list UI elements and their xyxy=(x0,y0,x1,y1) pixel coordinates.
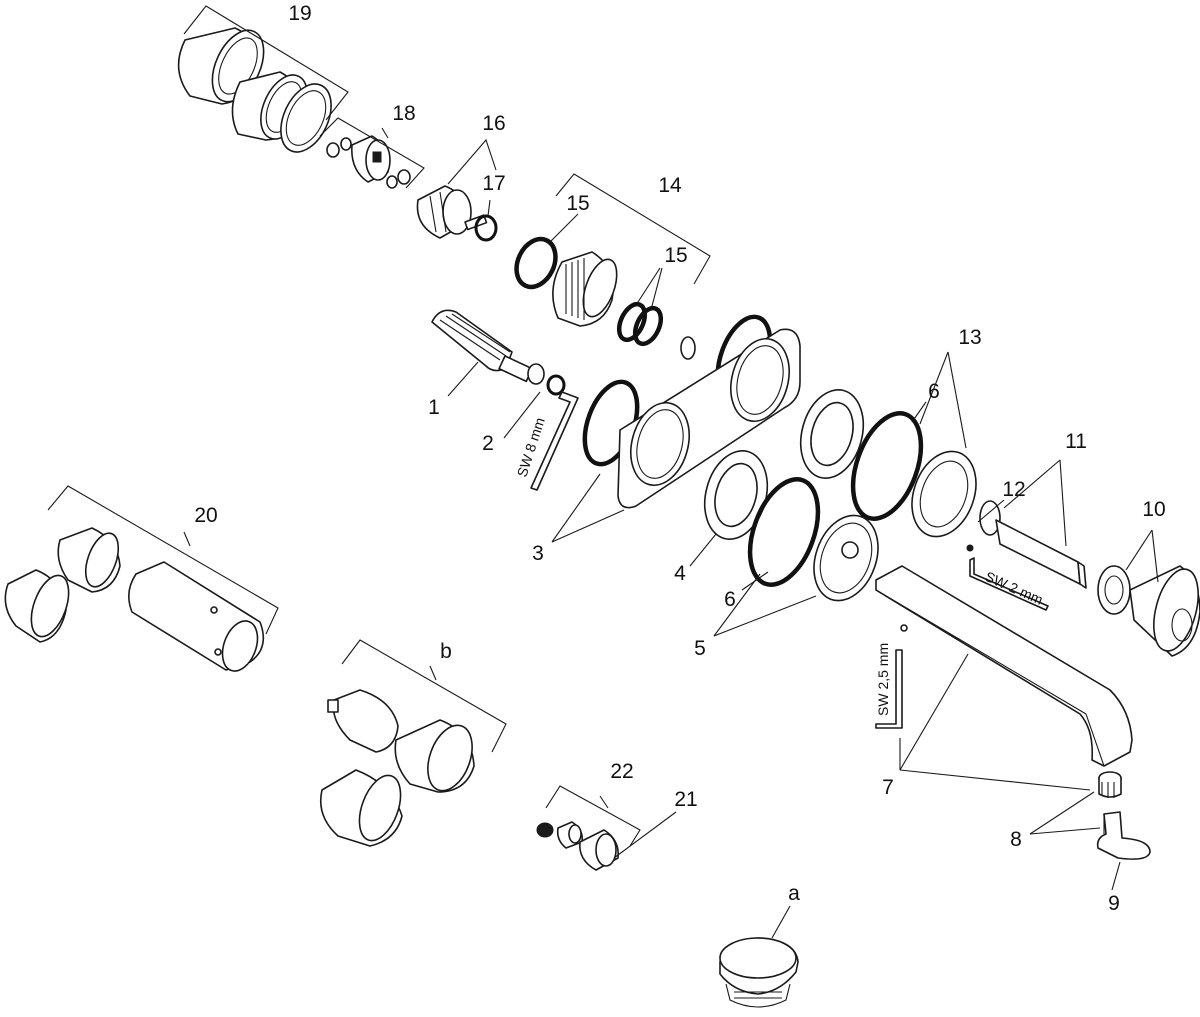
part-7-spout xyxy=(875,565,1133,767)
callout-6-right: 6 xyxy=(928,380,940,403)
callout-7: 7 xyxy=(882,776,894,799)
callout-22: 22 xyxy=(610,760,633,783)
part-1-spindle xyxy=(431,309,545,385)
part-12-screw xyxy=(966,544,974,552)
callout-9: 9 xyxy=(1108,892,1120,915)
tool-hex-2mm: SW 2 mm xyxy=(969,557,1049,611)
callout-4: 4 xyxy=(674,562,686,585)
part-6-ring-right xyxy=(850,411,924,521)
callout-5: 5 xyxy=(694,637,706,660)
part-11-handle xyxy=(979,500,1087,589)
part-2-oring xyxy=(546,374,566,396)
part-b-cartridge-set xyxy=(319,689,475,847)
part-5-rosette xyxy=(813,514,879,602)
part-8-aerator xyxy=(1098,771,1122,798)
callout-16: 16 xyxy=(482,112,505,135)
callout-14: 14 xyxy=(658,174,682,197)
part-3-plate xyxy=(617,328,801,509)
part-20-extension-set xyxy=(4,527,265,672)
part-6-ring-left xyxy=(747,477,821,587)
part-18-holder xyxy=(326,135,411,189)
callout-8: 8 xyxy=(1010,828,1022,851)
callout-11: 11 xyxy=(1065,430,1087,453)
callout-15-large: 15 xyxy=(566,192,589,215)
callout-19: 19 xyxy=(288,2,311,25)
callout-6-left: 6 xyxy=(724,588,736,611)
callout-b: b xyxy=(440,640,452,663)
tool-label-sw2: SW 2 mm xyxy=(983,568,1046,608)
callout-labels: 19 18 16 17 14 15 15 1 2 3 4 6 5 6 13 12… xyxy=(194,2,1165,915)
part-10-sleeves xyxy=(1097,565,1200,657)
part-19-sleeves xyxy=(177,27,332,153)
part-22-small-parts xyxy=(536,821,584,849)
tool-hex-2-5mm: SW 2,5 mm xyxy=(875,643,903,729)
tool-label-sw25: SW 2,5 mm xyxy=(875,643,891,716)
part-15-oring-large xyxy=(514,236,558,290)
part-4-flange-left xyxy=(703,450,769,540)
leader-lines xyxy=(47,5,1159,939)
callout-1: 1 xyxy=(428,396,440,419)
part-17-oring xyxy=(474,214,498,242)
callout-12: 12 xyxy=(1002,478,1025,501)
part-13-rosette xyxy=(911,450,977,538)
callout-2: 2 xyxy=(482,432,494,455)
callout-17: 17 xyxy=(482,172,505,195)
callout-3: 3 xyxy=(532,542,544,565)
part-21-valve xyxy=(579,829,620,871)
snap-ring xyxy=(680,336,696,360)
callout-13: 13 xyxy=(958,326,981,349)
callout-10: 10 xyxy=(1142,498,1165,521)
callout-15-pair: 15 xyxy=(664,244,687,267)
callout-21: 21 xyxy=(674,788,697,811)
part-9-key xyxy=(1096,811,1151,860)
part-a-plug xyxy=(719,937,799,1008)
tool-hex-8mm: SW 8 mm xyxy=(514,391,579,491)
part-14-body xyxy=(552,251,618,327)
callout-a: a xyxy=(788,882,800,905)
callout-20: 20 xyxy=(194,504,217,527)
callout-18: 18 xyxy=(392,102,415,125)
part-4-flange-right xyxy=(799,389,865,479)
part-15-orings-pair xyxy=(616,301,664,347)
